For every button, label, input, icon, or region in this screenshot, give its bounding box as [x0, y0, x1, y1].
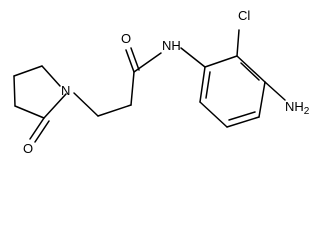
propanamide-chain	[73, 47, 206, 117]
benzene-ring	[199, 55, 266, 128]
bond-ch2-co	[130, 71, 135, 106]
amine-nh-text: NH	[285, 99, 304, 114]
amine-subscript: 2	[304, 106, 310, 117]
bond-c3-c4	[13, 75, 16, 107]
ring-bond-1	[204, 55, 238, 68]
lactam-co-bond-1	[29, 117, 45, 140]
bond-ring-nh2	[264, 81, 286, 101]
ring-nitrogen-label: N	[61, 83, 70, 98]
amide-oxygen-label: O	[121, 31, 131, 46]
pyrrolidinone-ring	[13, 65, 67, 119]
bond-c5-n	[41, 65, 61, 87]
ring-bond-6	[199, 66, 206, 103]
ring-bond-6-inner	[205, 71, 211, 99]
molecule-structure: Cl NH O N O NH2	[13, 8, 310, 156]
bond-n-ch2	[73, 92, 99, 117]
amide-co-bond-2	[130, 47, 140, 71]
lactam-co-bond-2	[34, 120, 50, 143]
amine-label: NH2	[285, 99, 310, 117]
ring-bond-4-inner	[228, 111, 256, 121]
chlorine-label: Cl	[238, 8, 250, 23]
ring-bond-3	[258, 81, 266, 118]
bond-c2-c3	[14, 105, 45, 119]
bond-co-nh	[133, 52, 162, 73]
amide-nh-label: NH	[162, 38, 181, 53]
bond-ch2-ch2	[97, 104, 132, 117]
lactam-oxygen-label: O	[23, 141, 33, 156]
bond-nh-aryl	[180, 47, 206, 68]
ring-bond-2-inner	[240, 62, 260, 81]
lactam-carbonyl	[29, 117, 50, 143]
bond-n-c2	[43, 93, 67, 119]
ring-bond-2	[236, 55, 266, 83]
amide-co-bond-1	[125, 49, 135, 73]
ring-bond-4	[226, 116, 260, 128]
bond-ring-cl	[236, 29, 240, 57]
bond-c4-c5	[13, 65, 43, 77]
ring-bond-5	[199, 101, 228, 128]
